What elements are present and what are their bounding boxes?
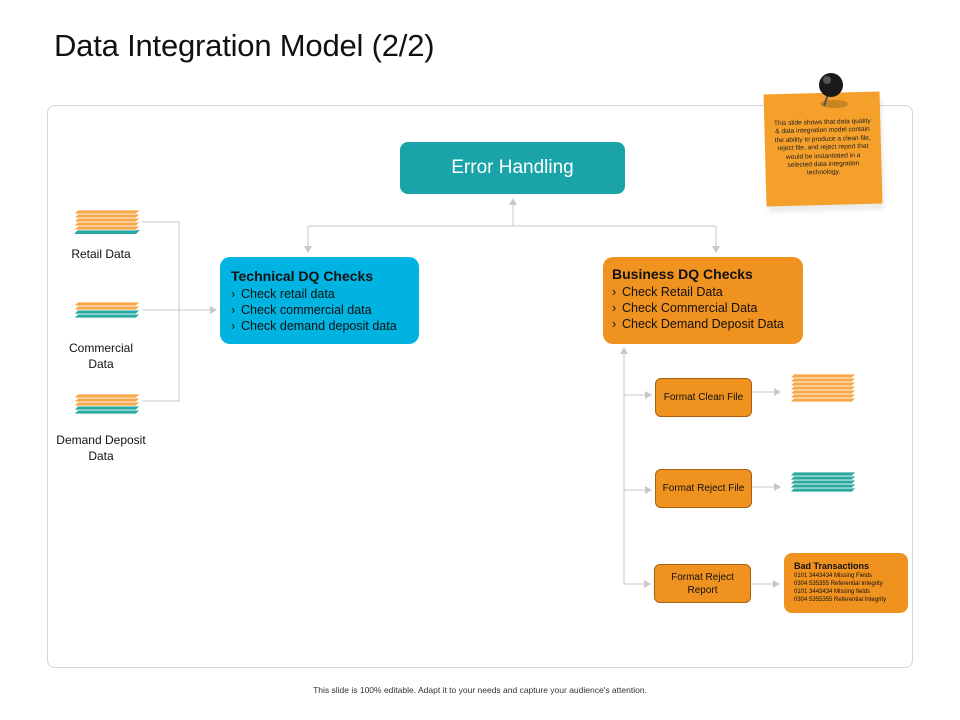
technical-dq-checks-box: Technical DQ Checks › Check retail data ›… (220, 257, 419, 344)
chevron-right-icon: › (612, 301, 617, 315)
bad-transaction-line: 0101 3443434 Missing fields (794, 589, 871, 595)
format-reject-file-box: Format Reject File (655, 469, 752, 508)
sticky-note-text: This slide shows that data quality & dat… (773, 117, 871, 177)
technical-check-label: Check retail data (241, 287, 335, 301)
business-dq-checks-box: Business DQ Checks › Check Retail Data › C… (603, 257, 803, 344)
demand-deposit-data-stack-icon (73, 393, 141, 415)
business-check-label: Check Retail Data (622, 285, 723, 299)
chevron-right-icon: › (231, 303, 236, 317)
clean-file-stack-icon (789, 374, 857, 403)
demand-deposit-data-label: Demand Deposit Data (56, 433, 146, 463)
chevron-right-icon: › (612, 285, 617, 299)
retail-data-stack-icon (73, 209, 141, 234)
footer-text: This slide is 100% editable. Adapt it to… (313, 685, 647, 695)
format-reject-report-box: Format Reject Report (654, 564, 751, 603)
reject-file-stack-icon (789, 471, 857, 493)
bad-transaction-line: 0304 535355 Referential Integrity (794, 581, 883, 587)
commercial-data-label: Commercial Data (68, 341, 133, 371)
pushpin-icon (819, 73, 848, 108)
technical-check-label: Check demand deposit data (241, 319, 397, 333)
business-check-item: › Check Commercial Data (612, 300, 794, 316)
business-check-item: › Check Demand Deposit Data (612, 316, 794, 332)
business-check-item: › Check Retail Data (612, 284, 794, 300)
business-dq-checks-title: Business DQ Checks (612, 266, 753, 282)
technical-check-item: › Check commercial data (231, 302, 408, 318)
retail-data-label: Retail Data (71, 247, 131, 261)
bad-transactions-title: Bad Transactions (794, 561, 870, 571)
technical-check-label: Check commercial data (241, 303, 372, 317)
technical-dq-checks-title: Technical DQ Checks (231, 268, 374, 284)
format-clean-file-box: Format Clean File (655, 378, 752, 417)
error-handling-box: Error Handling (400, 142, 625, 194)
chevron-right-icon: › (231, 319, 236, 333)
bad-transaction-line: 0304 5355355 Referential Integrity (794, 597, 887, 603)
chevron-right-icon: › (231, 287, 236, 301)
bad-transaction-line: 0101 3443434 Missing Fields (794, 573, 873, 579)
bad-transactions-box: Bad Transactions 0101 3443434 Missing Fi… (784, 553, 908, 613)
commercial-data-stack-icon (73, 301, 141, 319)
business-check-label: Check Demand Deposit Data (622, 317, 784, 331)
source-bracket-line (142, 221, 180, 402)
error-handling-label: Error Handling (451, 157, 574, 178)
diagram-frame (47, 105, 913, 668)
chevron-right-icon: › (612, 317, 617, 331)
technical-check-item: › Check demand deposit data (231, 318, 408, 334)
technical-check-item: › Check retail data (231, 286, 408, 302)
business-check-label: Check Commercial Data (622, 301, 758, 315)
page-title: Data Integration Model (2/2) (54, 28, 435, 63)
